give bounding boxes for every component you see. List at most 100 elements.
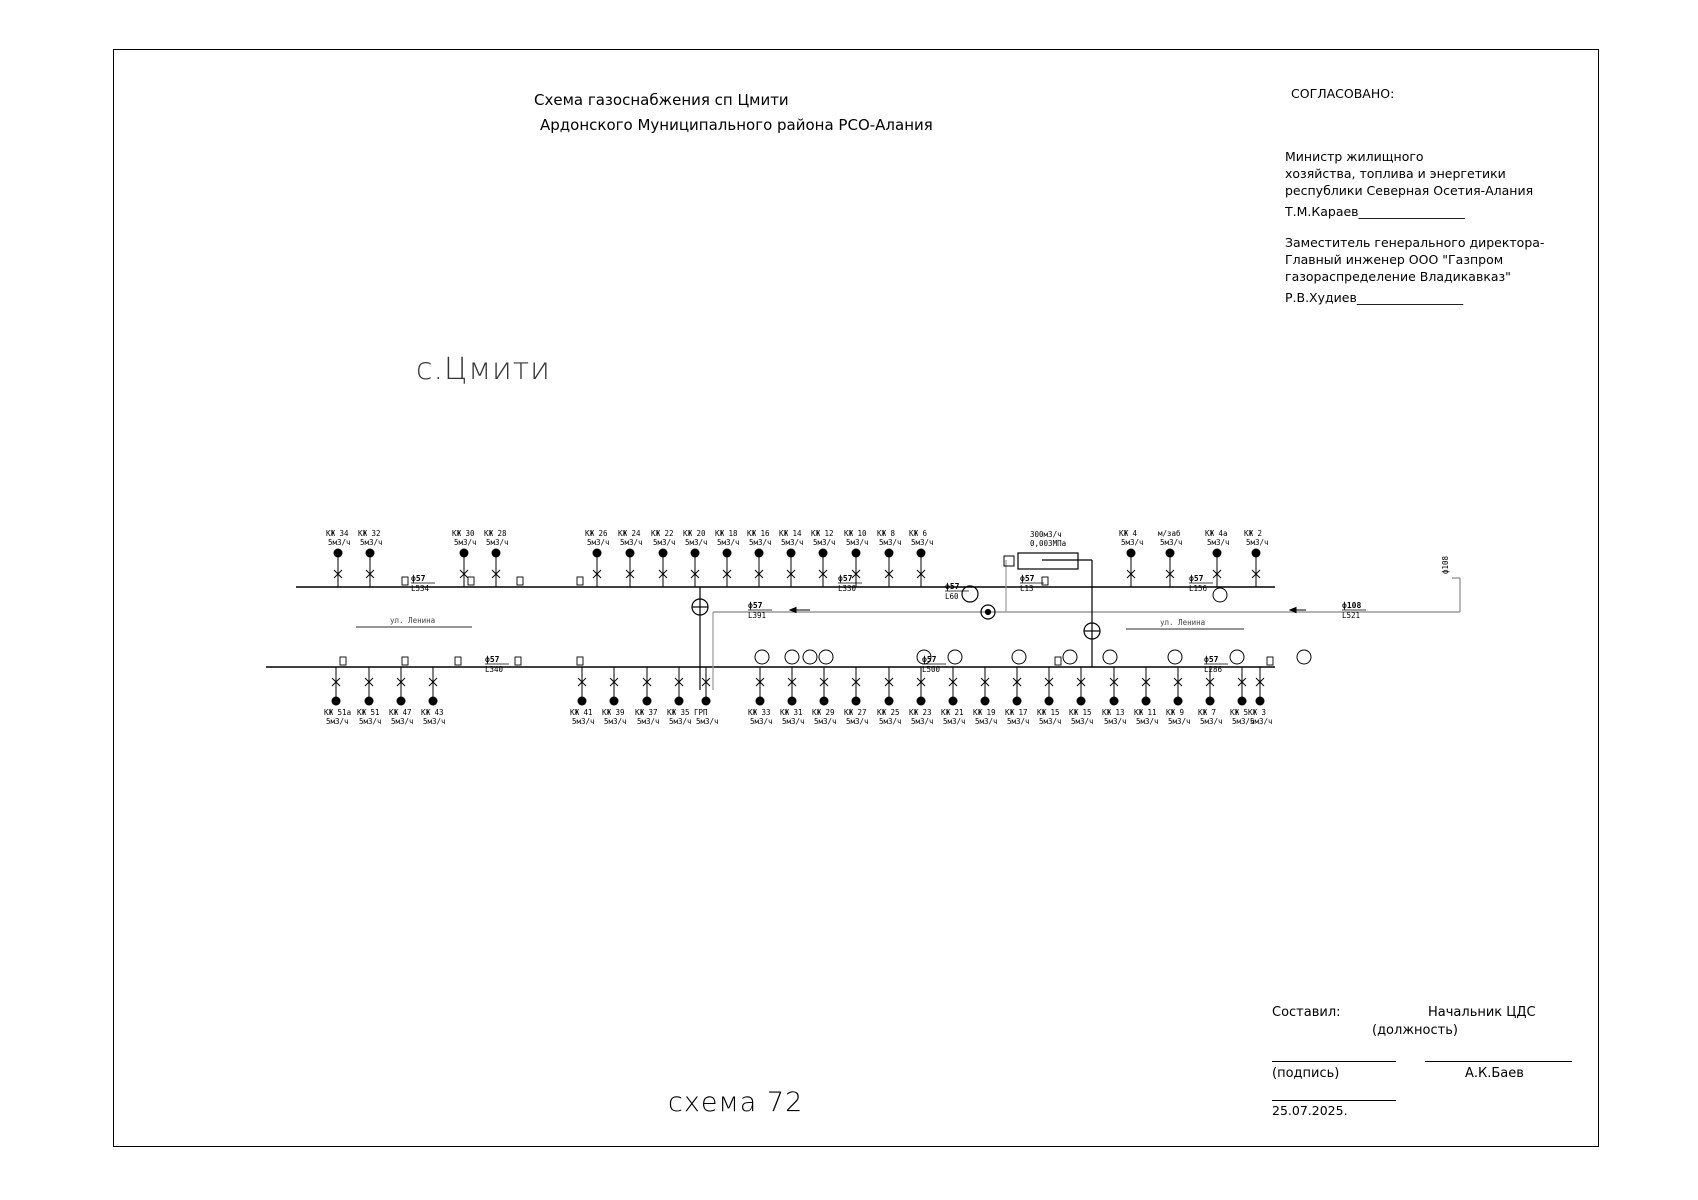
position-value: Начальник ЦДС [1428,1005,1536,1020]
consumer-label: КЖ 17 [1005,708,1028,717]
pipe-length: L330 [838,584,857,593]
consumer-flow: 5м3/ч [749,538,772,547]
meter-box-icon [467,576,475,586]
consumer-label: КЖ 39 [602,708,625,717]
meter-box-icon [1054,656,1062,666]
meter-icon-dot [984,608,992,616]
pipe-diameter: ф57 [485,655,500,664]
consumer-dot [625,548,635,558]
marker-circle-icon [784,649,800,665]
scheme-title: Схема газоснабжения сп Цмити [534,91,789,109]
street-label-lower: ул. Ленина [1160,618,1205,627]
consumer-label: КЖ 29 [812,708,835,717]
consumer-flow: 5м3/ч [781,538,804,547]
deputy-block: Заместитель генерального директора- Глав… [1285,234,1544,306]
shutoff-icon [331,677,341,687]
valves [691,585,1101,640]
consumer-flow: 5м3/ч [1207,538,1230,547]
scheme-number: схема 72 [668,1087,804,1118]
consumer-flow: 5м3/ч [486,538,509,547]
pipe-length: L286 [1204,665,1223,674]
pipe-length: L340 [485,665,504,674]
shutoff-icon [755,677,765,687]
shutoff-icon [1251,569,1261,579]
shutoff-icon [658,569,668,579]
shutoff-icon [787,677,797,687]
consumer-label: КЖ 32 [358,529,381,538]
consumer-dot [1255,696,1265,706]
shutoff-icon [1044,677,1054,687]
consumer-label: КЖ 12 [811,529,834,538]
station-pressure: 0,003МПа [1030,539,1066,548]
consumer-flow: 5м3/ч [326,717,349,726]
circle-markers [339,576,1312,666]
pipe-length: L60 [945,592,959,601]
shutoff-icon [884,569,894,579]
pipe-diameter: ф57 [1204,655,1219,664]
consumer-dot [980,696,990,706]
consumer-flow: 5м3/ч [879,538,902,547]
consumer-flow: 5м3/ч [360,538,383,547]
consumer-dot [1012,696,1022,706]
marker-circle-icon [1102,649,1118,665]
shutoff-icon [722,569,732,579]
valve-icon [961,585,979,603]
consumer-dot [1109,696,1119,706]
consumer-dot [1126,548,1136,558]
pipe-length: L391 [748,611,766,620]
consumer-label: КЖ 35 [667,708,690,717]
shutoff-icon [365,569,375,579]
consumer-label: КЖ 41 [570,708,593,717]
consumer-flow: 5м3/ч [1007,717,1030,726]
consumer-flow: 5м3/ч [814,717,837,726]
regulator-station: 300м3/ч 0,003МПа [1003,530,1079,570]
consumer-label: КЖ 47 [389,708,412,717]
shutoff-icon [916,569,926,579]
consumer-label: КЖ 13 [1102,708,1125,717]
consumer-flow: 5м3/ч [879,717,902,726]
consumer-dot [592,548,602,558]
pipe-diameter: ф108 [1342,601,1361,610]
pipe-diameter: ф57 [838,574,853,583]
pipe-length: L500 [922,665,941,674]
marker-circle-icon [818,649,834,665]
consumer-flow: 5м3/ч [846,717,869,726]
consumer-flow: 5м3/ч [813,538,836,547]
consumer-dot [1076,696,1086,706]
shutoff-icon [786,569,796,579]
minister-line: хозяйства, топлива и энергетики [1285,166,1506,181]
marker-circle-icon [1062,649,1078,665]
shutoff-icon [577,677,587,687]
consumer-dot [642,696,652,706]
minister-signature: Т.М.Караев_________________ [1285,204,1465,219]
consumer-flow: 5м3/ч [1104,717,1127,726]
pipe-length: L534 [411,584,430,593]
date-value: 25.07.2025. [1272,1103,1348,1118]
signature-caption: (подпись) [1272,1066,1340,1081]
consumer-flow: 5м3/ч [782,717,805,726]
consumer-label: КЖ 10 [844,529,867,538]
consumer-flow: 5м3/ч [685,538,708,547]
consumer-dot [491,548,501,558]
consumer-dot [722,548,732,558]
consumer-label: КЖ 4а [1205,529,1228,538]
consumer-label: КЖ 15 [1069,708,1092,717]
consumer-dot [916,696,926,706]
consumer-dot [365,548,375,558]
consumer-dot [674,696,684,706]
